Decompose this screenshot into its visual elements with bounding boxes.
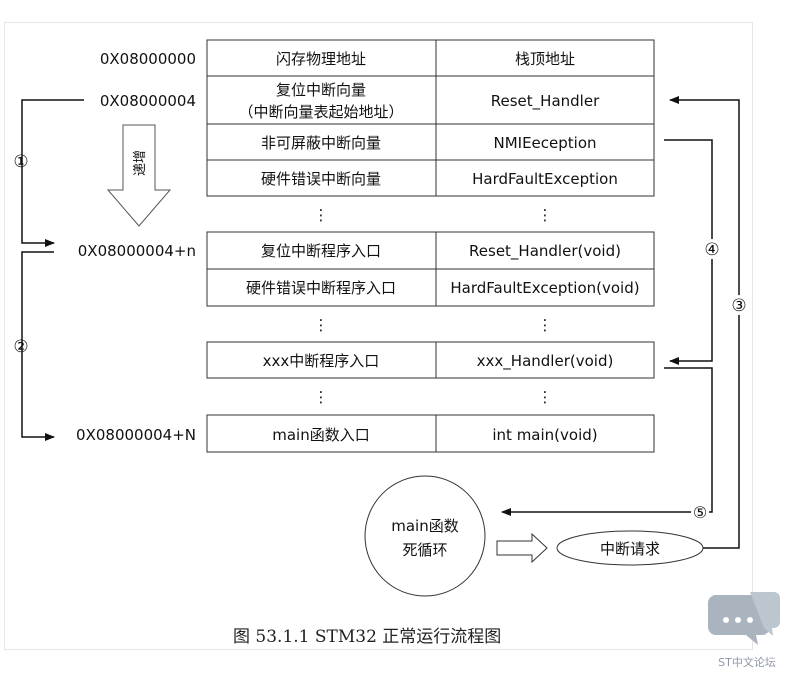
figure-caption: 图 53.1.1 STM32 正常运行流程图 — [233, 627, 501, 647]
step-marker-1: ① — [13, 152, 28, 172]
address-base: 0X08000000 — [100, 50, 196, 68]
step-marker-3: ③ — [731, 296, 746, 316]
watermark-logo — [708, 592, 780, 645]
isr-reset-label: 复位中断程序入口 — [261, 242, 381, 260]
vector-reset-handler: Reset_Handler — [491, 92, 600, 111]
main-entry-label: main函数入口 — [272, 426, 369, 444]
ellipsis: ⋮ — [314, 206, 329, 224]
vector-table — [206, 39, 655, 197]
header-flash-address: 闪存物理地址 — [276, 50, 366, 68]
main-loop-line2: 死循环 — [402, 541, 447, 559]
vector-nmi-handler: NMIEeception — [493, 134, 596, 152]
header-stack-top: 栈顶地址 — [515, 50, 575, 68]
ellipsis: ⋮ — [314, 316, 329, 334]
step-marker-4: ④ — [704, 240, 719, 260]
step-marker-2: ② — [13, 337, 28, 357]
ellipsis: ⋮ — [538, 316, 553, 334]
generic-isr-row — [206, 341, 655, 379]
watermark-text: ST中文论坛 — [718, 655, 776, 669]
isr-reset-handler: Reset_Handler(void) — [469, 242, 621, 261]
ellipsis: ⋮ — [538, 388, 553, 406]
isr-hardfault-label: 硬件错误中断程序入口 — [246, 279, 396, 297]
address-isr-start: 0X08000004+n — [78, 242, 196, 260]
vector-hardfault-handler: HardFaultException — [472, 170, 618, 188]
address-reset-vector: 0X08000004 — [100, 92, 196, 110]
ellipsis: ⋮ — [538, 206, 553, 224]
interrupt-request-label: 中断请求 — [600, 540, 660, 558]
increment-label: 递增 — [133, 150, 148, 176]
interrupt-request: 中断请求 — [556, 530, 704, 566]
vector-nmi-label: 非可屏蔽中断向量 — [261, 134, 381, 152]
vector-reset-label-2: （中断向量表起始地址） — [238, 103, 403, 121]
isr-hardfault-handler: HardFaultException(void) — [450, 279, 639, 297]
generic-isr-label: xxx中断程序入口 — [263, 352, 380, 370]
vector-reset-label-1: 复位中断向量 — [276, 81, 366, 99]
main-row — [206, 414, 655, 453]
ellipsis: ⋮ — [314, 388, 329, 406]
vector-hardfault-label: 硬件错误中断向量 — [261, 170, 381, 188]
hollow-arrow — [496, 532, 548, 564]
main-entry-function: int main(void) — [492, 426, 597, 444]
isr-table — [206, 231, 655, 307]
left-connectors — [21, 99, 84, 441]
main-loop-line1: main函数 — [391, 517, 458, 535]
generic-isr-handler: xxx_Handler(void) — [477, 352, 614, 371]
step-marker-5: ⑤ — [693, 503, 707, 522]
increment-arrow: 递增 — [106, 124, 172, 227]
address-main-entry: 0X08000004+N — [76, 426, 196, 444]
main-loop-circle: main函数 死循环 — [364, 475, 486, 597]
